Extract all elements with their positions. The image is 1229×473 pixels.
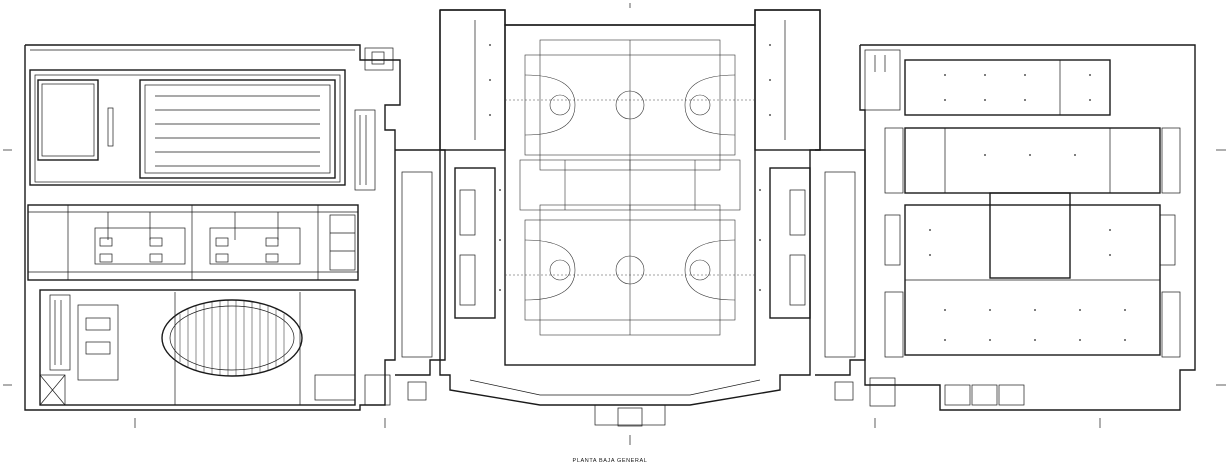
sports-hall: [439, 9, 821, 427]
auditorium-seating: [161, 299, 303, 377]
left-wing: [24, 44, 401, 411]
lower-basketball-court: [505, 204, 755, 336]
right-wing: [859, 44, 1196, 411]
axis-ticks: [3, 3, 1226, 445]
column-grid: [489, 44, 1126, 341]
right-connector: [815, 149, 866, 401]
upper-basketball-court: [505, 39, 755, 171]
left-connector: [395, 149, 446, 401]
drawing-title: PLANTA BAJA GENERAL: [572, 458, 648, 464]
pool-lane-lines: [155, 95, 320, 167]
